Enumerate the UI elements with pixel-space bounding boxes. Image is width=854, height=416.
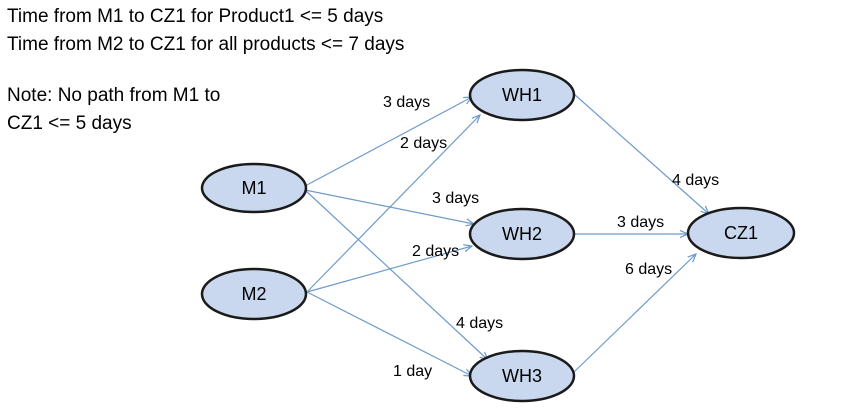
node-shape-wh3 — [468, 349, 576, 403]
node-shape-wh1 — [468, 68, 576, 122]
edge-m1-to-wh2 — [304, 189, 474, 224]
edge-label-wh2-to-cz1: 3 days — [617, 214, 664, 231]
node-wh1: WH1 — [468, 68, 576, 122]
node-shape-m1 — [200, 162, 308, 214]
node-m1: M1 — [200, 162, 308, 214]
edge-m1-to-wh1 — [304, 97, 472, 187]
note-line-2: CZ1 <= 5 days — [7, 113, 132, 134]
edge-label-wh3-to-cz1: 6 days — [625, 261, 672, 278]
node-shape-cz1 — [686, 206, 796, 260]
node-label-m1: M1 — [241, 178, 266, 198]
node-m2: M2 — [200, 267, 308, 321]
node-shape-m2 — [200, 267, 308, 321]
edge-m2-to-wh3 — [306, 291, 472, 376]
edge-label-wh1-to-cz1: 4 days — [672, 172, 719, 189]
node-label-wh2: WH2 — [502, 224, 542, 244]
constraint-line-1: Time from M1 to CZ1 for Product1 <= 5 da… — [7, 6, 384, 27]
node-label-wh3: WH3 — [502, 366, 542, 386]
edge-label-m2-to-wh1: 2 days — [400, 135, 447, 152]
edge-label-m1-to-wh2: 3 days — [432, 190, 479, 207]
node-cz1: CZ1 — [686, 206, 796, 260]
node-wh2: WH2 — [468, 207, 576, 261]
constraint-line-2: Time from M2 to CZ1 for all products <= … — [7, 34, 405, 55]
edge-m1-to-wh3 — [304, 189, 488, 360]
edge-label-m1-to-wh3: 4 days — [456, 315, 503, 332]
edge-label-m2-to-wh3: 1 day — [393, 363, 432, 380]
edge-label-m1-to-wh1: 3 days — [383, 94, 430, 111]
node-label-m2: M2 — [241, 284, 266, 304]
node-shape-wh2 — [468, 207, 576, 261]
edge-wh3-to-cz1 — [573, 254, 696, 373]
edge-wh1-to-cz1 — [573, 93, 709, 214]
node-label-wh1: WH1 — [502, 85, 542, 105]
edge-label-m2-to-wh2: 2 days — [412, 243, 459, 260]
note-line-1: Note: No path from M1 to — [7, 85, 221, 106]
edges-layer: 3 days 2 days 3 days 2 days 4 days 1 day 4 day… — [304, 93, 719, 380]
node-wh3: WH3 — [468, 349, 576, 403]
edge-m2-to-wh1 — [306, 115, 480, 293]
node-label-cz1: CZ1 — [724, 223, 758, 243]
